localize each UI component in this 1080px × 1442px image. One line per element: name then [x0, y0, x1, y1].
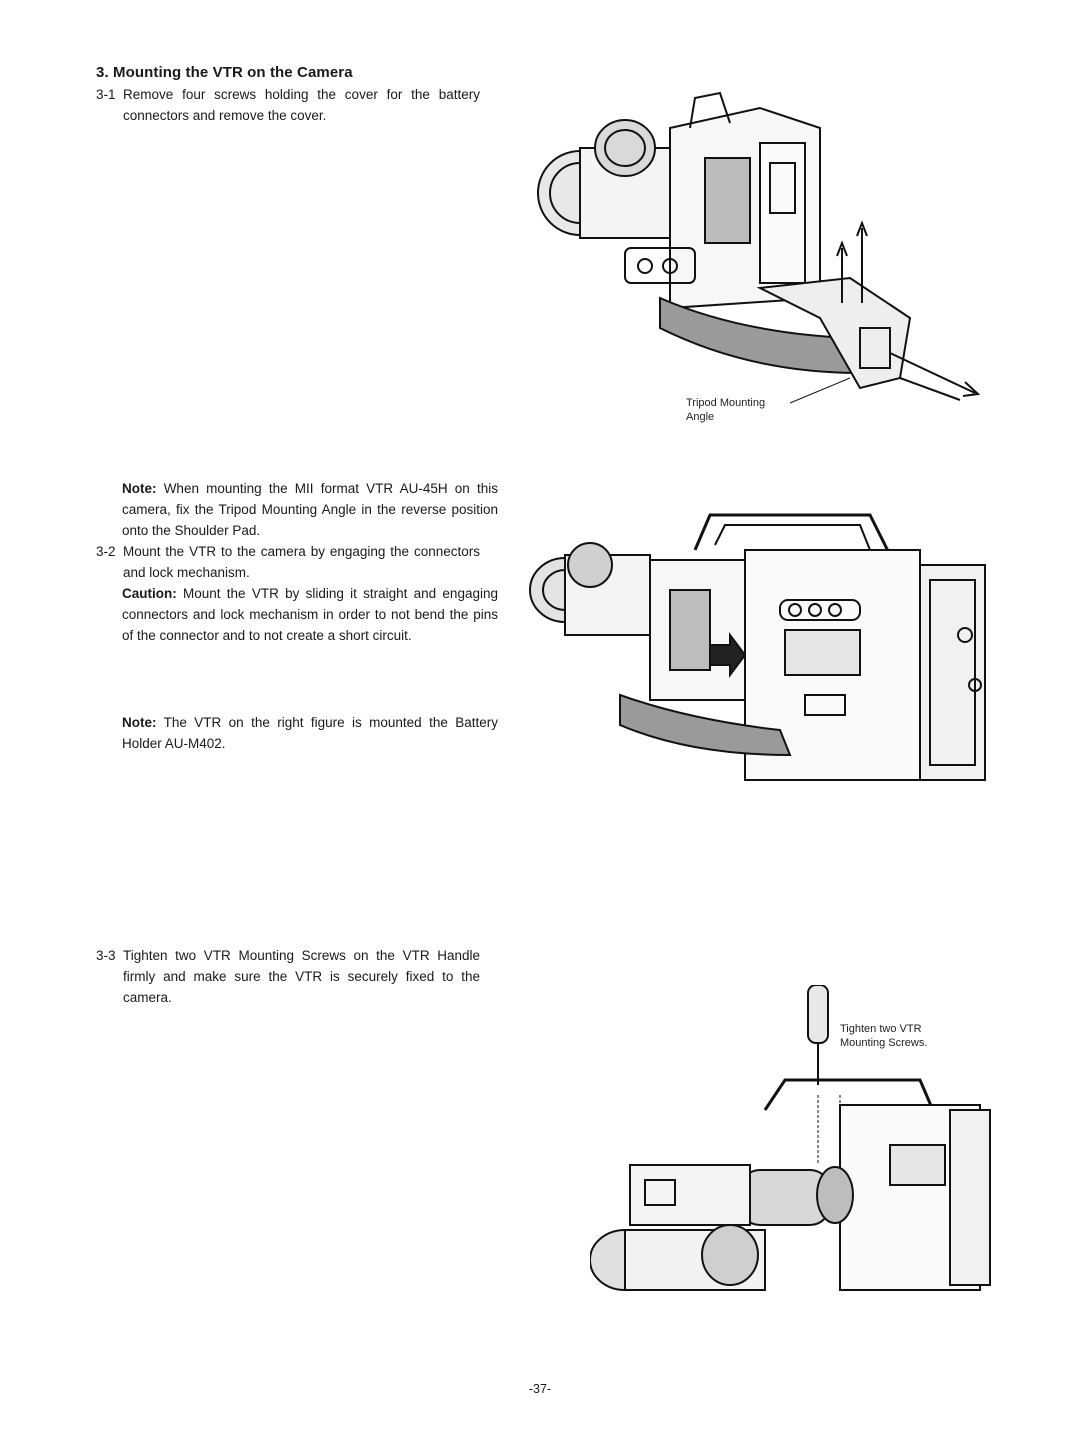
- section-title: 3. Mounting the VTR on the Camera: [96, 64, 353, 81]
- camera-illustration-2: [529, 513, 986, 781]
- step-number: 3-3: [96, 948, 116, 963]
- figure-camera-cover-removed: [520, 88, 990, 438]
- caution-note: Caution: Mount the VTR by sliding it str…: [122, 583, 498, 646]
- note-text: The VTR on the right figure is mounted t…: [122, 715, 498, 751]
- caution-text: Mount the VTR by sliding it straight and…: [122, 586, 498, 643]
- figure-tighten-screws: [590, 985, 1000, 1295]
- camera-illustration-3: [590, 985, 991, 1291]
- step-3-3: 3-3 Tighten two VTR Mounting Screws on t…: [96, 945, 480, 1008]
- step-text: Mount the VTR to the camera by engaging …: [123, 544, 480, 580]
- step-3-1: 3-1 Remove four screws holding the cover…: [96, 84, 480, 126]
- step-number: 3-1: [96, 87, 116, 102]
- caution-label: Caution:: [122, 586, 177, 601]
- note-label: Note:: [122, 715, 157, 730]
- caption-tighten-screws: Tighten two VTR Mounting Screws.: [840, 1023, 928, 1049]
- note-battery-holder: Note: The VTR on the right figure is mou…: [122, 712, 498, 754]
- step-text: Tighten two VTR Mounting Screws on the V…: [123, 948, 480, 1005]
- note-label: Note:: [122, 481, 157, 496]
- page-number: -37-: [528, 1382, 552, 1396]
- figure-vtr-mounted: [520, 505, 1000, 805]
- step-number: 3-2: [96, 544, 116, 559]
- note-tripod-angle: Note: When mounting the MII format VTR A…: [122, 478, 498, 541]
- note-text: When mounting the MII format VTR AU-45H …: [122, 481, 498, 538]
- step-text: Remove four screws holding the cover for…: [123, 87, 480, 123]
- camera-illustration-1: [537, 91, 981, 404]
- step-3-2: 3-2 Mount the VTR to the camera by engag…: [96, 541, 480, 583]
- caption-tripod-mounting-angle: Tripod Mounting Angle: [686, 397, 766, 423]
